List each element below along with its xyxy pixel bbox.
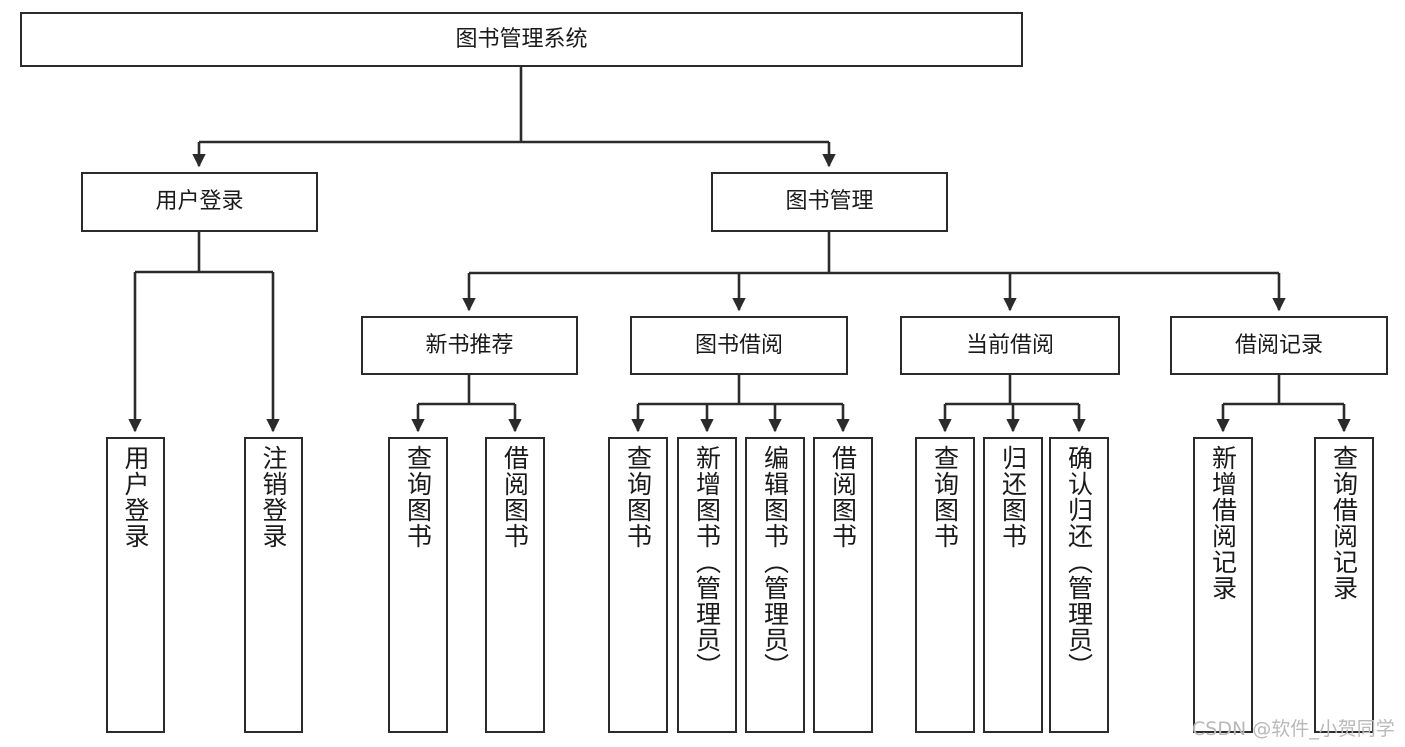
leaf-query-book-1[interactable]: 查询图书 xyxy=(388,437,448,733)
node-new-book-rec-label: 新书推荐 xyxy=(425,332,514,358)
leaf-query-book-1-label: 查询图书 xyxy=(403,445,433,549)
leaf-query-record[interactable]: 查询借阅记录 xyxy=(1314,437,1374,733)
leaf-borrow-book-1[interactable]: 借阅图书 xyxy=(485,437,545,733)
node-new-book-rec[interactable]: 新书推荐 xyxy=(361,316,578,375)
leaf-query-record-label: 查询借阅记录 xyxy=(1329,445,1359,601)
leaf-borrow-book-1-label: 借阅图书 xyxy=(500,445,530,549)
leaf-confirm-return[interactable]: 确认归还（管理员） xyxy=(1049,437,1109,733)
node-book-manage[interactable]: 图书管理 xyxy=(711,172,948,232)
leaf-user-logout[interactable]: 注销登录 xyxy=(244,437,303,733)
node-root-label: 图书管理系统 xyxy=(455,26,588,52)
leaf-add-book-label: 新增图书（管理员） xyxy=(692,445,722,679)
node-borrow-record-label: 借阅记录 xyxy=(1234,332,1323,358)
node-book-borrow-label: 图书借阅 xyxy=(694,332,783,358)
leaf-edit-book-label: 编辑图书（管理员） xyxy=(760,445,790,679)
leaf-query-book-2-label: 查询图书 xyxy=(623,445,653,549)
leaf-user-login[interactable]: 用户登录 xyxy=(106,437,165,733)
leaf-add-record[interactable]: 新增借阅记录 xyxy=(1193,437,1253,733)
csdn-watermark: CSDN @软件_小贺同学 xyxy=(1192,718,1395,740)
leaf-edit-book[interactable]: 编辑图书（管理员） xyxy=(745,437,805,733)
leaf-borrow-book-2[interactable]: 借阅图书 xyxy=(813,437,873,733)
node-root[interactable]: 图书管理系统 xyxy=(20,12,1023,67)
leaf-user-logout-label: 注销登录 xyxy=(259,445,288,549)
leaf-query-book-2[interactable]: 查询图书 xyxy=(608,437,668,733)
leaf-add-book[interactable]: 新增图书（管理员） xyxy=(677,437,737,733)
node-book-borrow[interactable]: 图书借阅 xyxy=(630,316,848,375)
leaf-user-login-label: 用户登录 xyxy=(121,445,150,549)
node-user-login-label: 用户登录 xyxy=(155,189,244,215)
node-user-login[interactable]: 用户登录 xyxy=(81,172,318,232)
leaf-return-book[interactable]: 归还图书 xyxy=(983,437,1043,733)
node-borrow-record[interactable]: 借阅记录 xyxy=(1170,316,1388,375)
leaf-add-record-label: 新增借阅记录 xyxy=(1208,445,1238,601)
node-current-borrow[interactable]: 当前借阅 xyxy=(900,316,1120,375)
node-current-borrow-label: 当前借阅 xyxy=(965,332,1054,358)
leaf-query-book-3[interactable]: 查询图书 xyxy=(915,437,975,733)
node-book-manage-label: 图书管理 xyxy=(785,189,874,215)
leaf-query-book-3-label: 查询图书 xyxy=(930,445,960,549)
leaf-borrow-book-2-label: 借阅图书 xyxy=(828,445,858,549)
leaf-return-book-label: 归还图书 xyxy=(998,445,1028,549)
leaf-confirm-return-label: 确认归还（管理员） xyxy=(1064,445,1094,679)
